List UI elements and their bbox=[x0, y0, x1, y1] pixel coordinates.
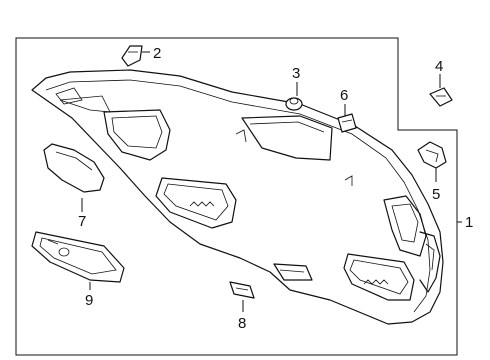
retainer-6 bbox=[337, 113, 357, 133]
bracket-5 bbox=[417, 141, 447, 169]
fastener-4 bbox=[429, 87, 453, 107]
callout-1: 1 bbox=[465, 214, 473, 231]
callout-8: 8 bbox=[238, 315, 246, 332]
clip-2 bbox=[121, 45, 143, 67]
assembly-boundary bbox=[15, 37, 458, 356]
cap-8 bbox=[229, 281, 255, 299]
lamp-housing-9 bbox=[31, 231, 125, 283]
grommet-3 bbox=[285, 97, 303, 111]
callout-2: 2 bbox=[153, 45, 161, 62]
callout-9: 9 bbox=[85, 292, 93, 309]
cover-7 bbox=[43, 143, 105, 193]
callout-7: 7 bbox=[78, 213, 86, 230]
callout-5: 5 bbox=[432, 186, 440, 203]
package-tray-panel bbox=[31, 69, 444, 325]
callout-3: 3 bbox=[292, 65, 300, 82]
callout-6: 6 bbox=[340, 87, 348, 104]
callout-4: 4 bbox=[435, 58, 443, 75]
